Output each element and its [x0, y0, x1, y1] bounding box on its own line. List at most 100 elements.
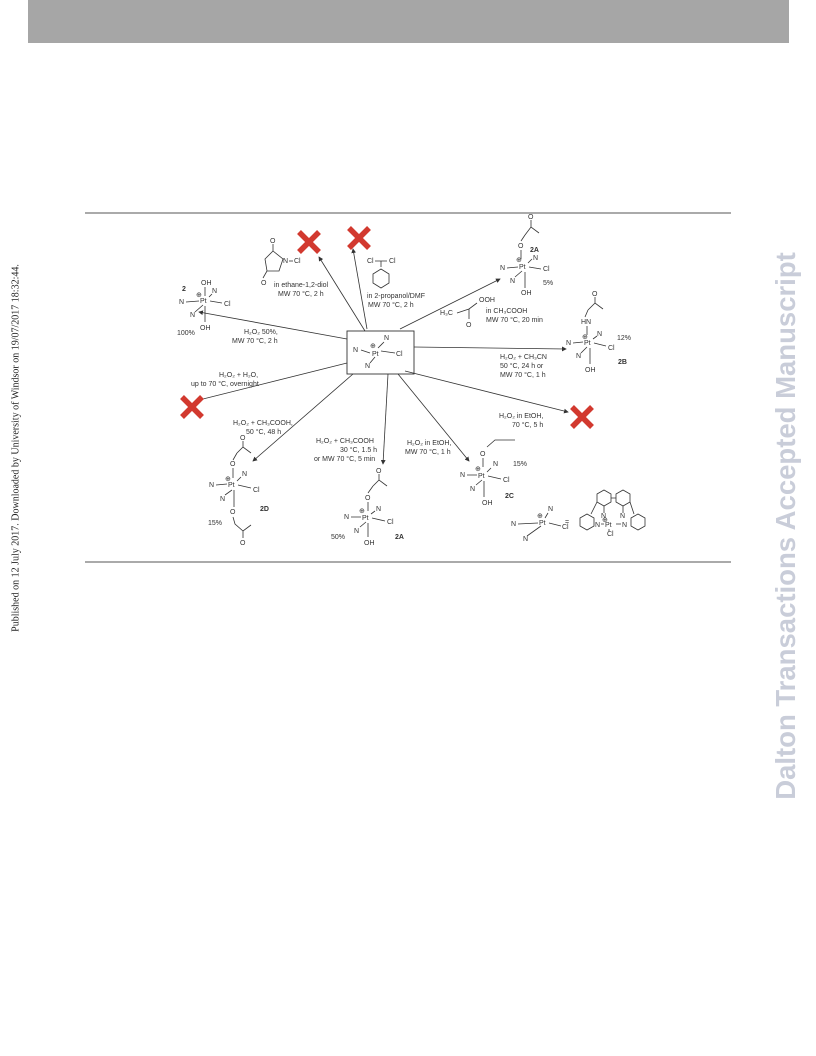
- cond-acetonitrile-1: H₂O₂ + CH₃CN: [500, 354, 547, 361]
- svg-text:2D: 2D: [260, 506, 269, 513]
- product-2A-bottom: O O N N Pt ⊕ Cl N 50% OH 2A: [331, 468, 404, 547]
- svg-text:O: O: [270, 238, 276, 245]
- svg-text:N: N: [190, 312, 195, 319]
- header-bar: [28, 0, 789, 43]
- svg-text:OH: OH: [521, 290, 532, 297]
- svg-text:2B: 2B: [618, 359, 627, 366]
- svg-text:O: O: [230, 509, 236, 516]
- svg-text:N: N: [470, 486, 475, 493]
- svg-text:O: O: [528, 214, 534, 221]
- svg-text:OH: OH: [585, 367, 596, 374]
- svg-text:⊕: ⊕: [225, 476, 231, 483]
- svg-text:OOH: OOH: [479, 297, 495, 304]
- svg-text:Pt: Pt: [228, 482, 235, 489]
- svg-text:N: N: [511, 521, 516, 528]
- reagent-peracetic-acid: OOH H₃C O: [440, 297, 495, 329]
- svg-text:⊕: ⊕: [475, 466, 481, 473]
- product-2C: O N 15% N Pt ⊕ Cl N 2C OH: [460, 439, 527, 507]
- svg-text:N: N: [510, 278, 515, 285]
- svg-text:⊕: ⊕: [516, 257, 522, 264]
- svg-text:N: N: [220, 496, 225, 503]
- cond-h2o2-water-2: up to 70 °C, overnight: [191, 380, 259, 388]
- svg-text:O: O: [480, 451, 486, 458]
- svg-text:N: N: [523, 536, 528, 543]
- svg-text:N: N: [597, 331, 602, 338]
- svg-text:Pt: Pt: [519, 264, 526, 271]
- svg-text:⊕: ⊕: [582, 334, 588, 341]
- svg-text:Cl: Cl: [607, 531, 614, 538]
- svg-text:⊕: ⊕: [537, 513, 543, 520]
- svg-text:Pt: Pt: [539, 520, 546, 527]
- product-2: 2 OH N N Pt ⊕ Cl N OH 100%: [177, 280, 231, 337]
- svg-text:O: O: [518, 243, 524, 250]
- reaction-arrows: [194, 248, 569, 465]
- svg-text:N: N: [601, 513, 606, 520]
- starting-complex: Pt ⊕ N N N Cl: [346, 330, 415, 375]
- svg-text:Cl: Cl: [253, 487, 260, 494]
- svg-text:O: O: [230, 461, 236, 468]
- svg-text:OH: OH: [482, 500, 493, 507]
- svg-text:N: N: [548, 506, 553, 513]
- svg-text:N: N: [460, 472, 465, 479]
- svg-text:Pt: Pt: [605, 522, 612, 529]
- svg-text:=: =: [565, 519, 569, 526]
- svg-text:⊕: ⊕: [602, 517, 608, 524]
- cond-acetic-mw-1: H₂O₂ + CH₃COOH: [316, 438, 374, 445]
- ligand-legend: Pt ⊕ N N N Cl = N N N Pt ⊕ N Cl: [511, 489, 646, 543]
- svg-text:5%: 5%: [543, 280, 553, 287]
- svg-text:O: O: [376, 468, 382, 475]
- cond-acetic-48h-1: H₂O₂ + CH₃COOH,: [233, 420, 293, 427]
- product-2D: O O N N Pt ⊕ Cl N 2D O 15% O: [208, 435, 269, 547]
- svg-text:2A: 2A: [530, 247, 539, 254]
- svg-text:100%: 100%: [177, 330, 195, 337]
- svg-text:HN: HN: [581, 319, 591, 326]
- cond-peracetic-2: MW 70 °C, 20 min: [486, 316, 543, 324]
- svg-text:N: N: [576, 353, 581, 360]
- svg-text:N: N: [209, 482, 214, 489]
- svg-text:N: N: [384, 335, 389, 342]
- fail-mark-ethanol: [570, 405, 594, 429]
- svg-text:15%: 15%: [208, 520, 222, 527]
- svg-text:H₃C: H₃C: [440, 310, 453, 317]
- svg-text:OH: OH: [201, 280, 212, 287]
- svg-text:Cl: Cl: [608, 345, 615, 352]
- svg-text:Pt: Pt: [200, 298, 207, 305]
- svg-text:Cl: Cl: [294, 258, 301, 265]
- svg-text:50%: 50%: [331, 534, 345, 541]
- svg-text:OH: OH: [364, 540, 375, 547]
- svg-text:N: N: [344, 514, 349, 521]
- cond-iodobenzene-1: in 2-propanol/DMF: [367, 293, 425, 300]
- fail-mark-iodobenzene: [347, 226, 371, 250]
- cond-peracetic-1: in CH₃COOH: [486, 308, 527, 315]
- svg-text:N: N: [620, 513, 625, 520]
- svg-text:N: N: [595, 522, 600, 529]
- svg-text:O: O: [365, 495, 371, 502]
- svg-text:2C: 2C: [505, 493, 514, 500]
- svg-text:Cl: Cl: [389, 258, 396, 265]
- svg-text:Cl: Cl: [396, 351, 403, 358]
- svg-text:Pt: Pt: [584, 340, 591, 347]
- reaction-scheme: Pt ⊕ N N N Cl O N Cl: [85, 211, 731, 564]
- cond-acetic-48h-2: 50 °C, 48 h: [246, 428, 281, 436]
- fail-mark-water: [180, 395, 204, 419]
- cond-ethanol-fail-1: H₂O₂ in EtOH,: [499, 413, 543, 420]
- svg-text:O: O: [466, 322, 472, 329]
- publication-note: Published on 12 July 2017. Downloaded by…: [10, 264, 22, 632]
- svg-text:Cl: Cl: [503, 477, 510, 484]
- svg-text:N: N: [376, 506, 381, 513]
- svg-text:⊕: ⊕: [370, 343, 376, 350]
- svg-text:Pt: Pt: [478, 473, 485, 480]
- product-2B: O HN N 12% N Pt ⊕ Cl N 2B OH: [566, 291, 631, 374]
- reagent-n-chlorosuccinimide: O N Cl O: [261, 238, 301, 287]
- svg-text:N: N: [212, 288, 217, 295]
- svg-text:Cl: Cl: [224, 301, 231, 308]
- svg-text:N: N: [622, 522, 627, 529]
- svg-text:12%: 12%: [617, 335, 631, 342]
- svg-text:N: N: [353, 347, 358, 354]
- svg-text:2A: 2A: [395, 534, 404, 541]
- fail-mark-nclsuccinimide: [297, 230, 321, 254]
- svg-text:OH: OH: [200, 325, 211, 332]
- reagent-iodobenzene-dichloride: Cl Cl: [367, 258, 396, 289]
- svg-text:N: N: [500, 265, 505, 272]
- cond-ethanol-ok-1: H₂O₂ in EtOH,: [407, 440, 451, 447]
